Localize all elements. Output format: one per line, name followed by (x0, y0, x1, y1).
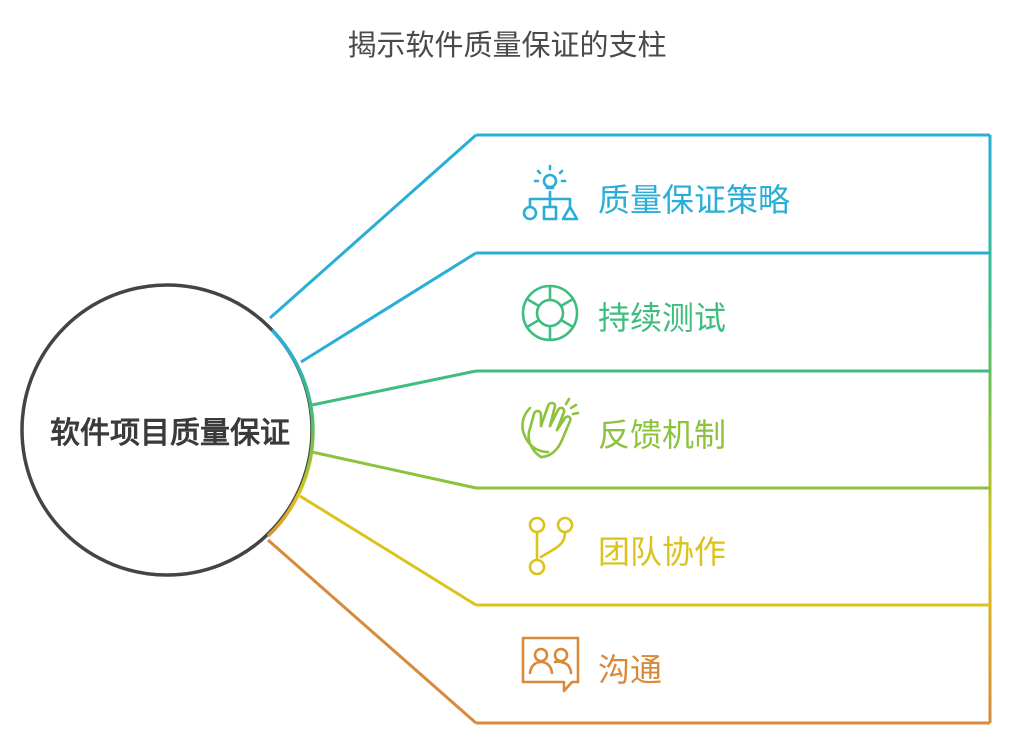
connector-1 (269, 133, 477, 320)
cycle-icon (521, 284, 579, 342)
connector-4 (311, 450, 477, 490)
center-circle-colored-arc (266, 328, 315, 538)
item-label-team-collab: 团队协作 (598, 533, 727, 571)
item-label-continuous-testing: 持续测试 (598, 299, 727, 337)
connector-5 (299, 494, 477, 607)
connector-6 (267, 538, 477, 725)
strategy-shapes-icon (522, 164, 579, 221)
clapping-hands-icon (521, 397, 580, 459)
item-label-communication: 沟通 (598, 651, 663, 689)
item-label-feedback: 反馈机制 (598, 416, 727, 454)
connector-2 (300, 251, 477, 364)
team-chat-icon (521, 636, 580, 693)
item-label-qa-strategy: 质量保证策略 (598, 181, 791, 219)
branch-icon (528, 516, 574, 576)
diagram-title: 揭示软件质量保证的支柱 (347, 28, 667, 62)
center-label: 软件项目质量保证 (50, 416, 290, 451)
connector-3 (311, 369, 477, 407)
